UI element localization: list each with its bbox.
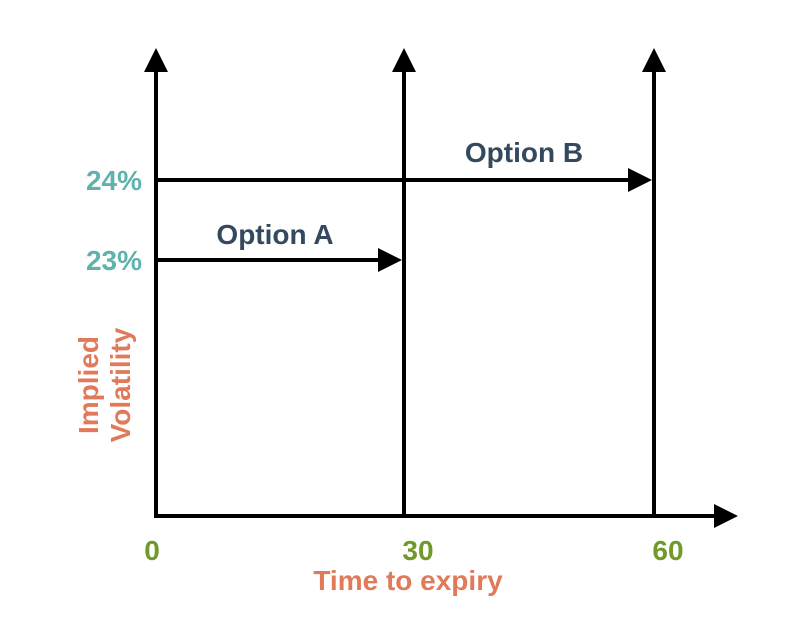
y-tick-23: 23%	[86, 245, 142, 276]
x-axis-arrowhead	[714, 504, 738, 528]
y-axis-label-line-1: Implied	[73, 336, 104, 434]
y-tick-24: 24%	[86, 165, 142, 196]
option-a-label: Option A	[216, 219, 333, 250]
option-b-arrowhead	[628, 168, 652, 192]
option-b-label: Option B	[465, 137, 583, 168]
y-axis-label-line-2: Volatility	[105, 327, 136, 442]
y-axis-arrowhead	[144, 48, 168, 72]
x-axis-label: Time to expiry	[313, 565, 503, 596]
x-tick-0: 0	[144, 535, 160, 566]
expiry-line-30-arrowhead	[392, 48, 416, 72]
expiry-line-60-arrowhead	[642, 48, 666, 72]
y-axis-label: Implied Volatility	[73, 327, 136, 442]
option-a-arrowhead	[378, 248, 402, 272]
x-tick-30: 30	[402, 535, 433, 566]
x-tick-60: 60	[652, 535, 683, 566]
